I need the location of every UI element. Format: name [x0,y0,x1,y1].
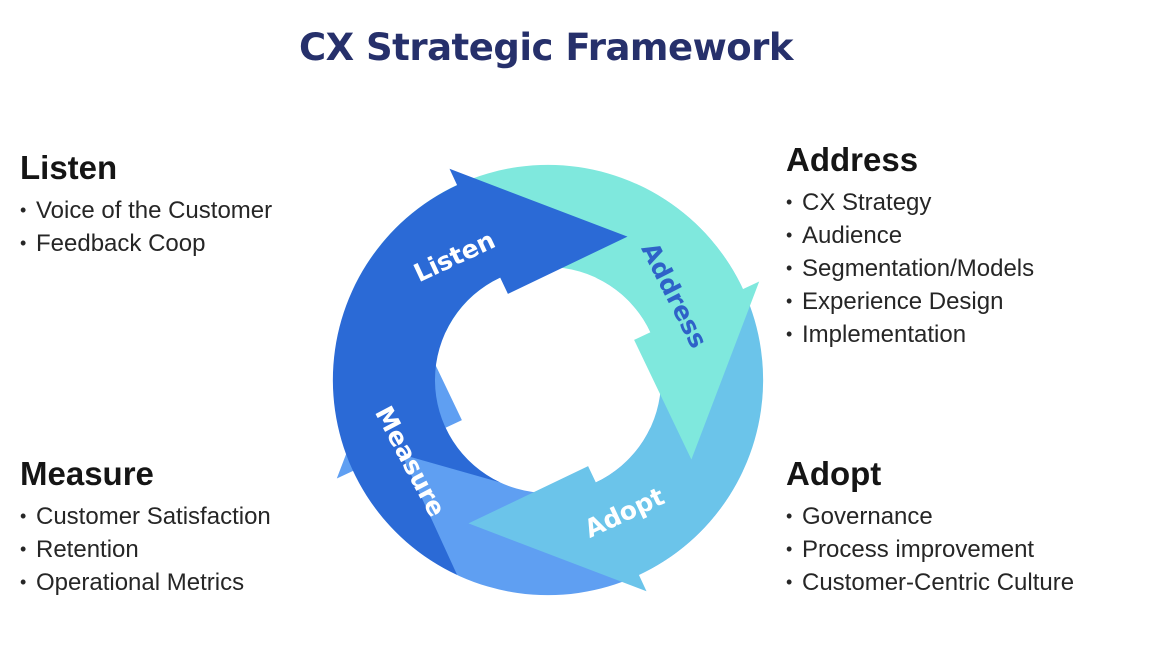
list-item: Experience Design [786,285,1034,318]
list-item: Governance [786,500,1074,533]
list-item: CX Strategy [786,186,1034,219]
list-item: Implementation [786,318,1034,351]
measure-list: Customer Satisfaction Retention Operatio… [20,500,271,599]
list-item: Segmentation/Models [786,252,1034,285]
address-heading: Address [786,141,919,178]
list-item: Retention [20,533,271,566]
listen-heading: Listen [20,149,118,186]
list-item: Customer Satisfaction [20,500,271,533]
adopt-section: Adopt Governance Process improvement Cus… [786,454,1074,599]
list-item: Customer-Centric Culture [786,566,1074,599]
address-list: CX Strategy Audience Segmentation/Models… [786,186,1034,351]
measure-heading: Measure [20,455,154,492]
listen-list: Voice of the Customer Feedback Coop [20,194,272,260]
page-title: CX Strategic Framework [298,26,794,69]
list-item: Audience [786,219,1034,252]
list-item: Voice of the Customer [20,194,272,227]
adopt-list: Governance Process improvement Customer-… [786,500,1074,599]
adopt-heading: Adopt [786,455,882,492]
listen-section: Listen Voice of the Customer Feedback Co… [20,148,272,260]
address-section: Address CX Strategy Audience Segmentatio… [786,140,1034,351]
list-item: Operational Metrics [20,566,271,599]
listen-arrow-segment [332,168,628,575]
list-item: Feedback Coop [20,227,272,260]
measure-section: Measure Customer Satisfaction Retention … [20,454,271,599]
list-item: Process improvement [786,533,1074,566]
